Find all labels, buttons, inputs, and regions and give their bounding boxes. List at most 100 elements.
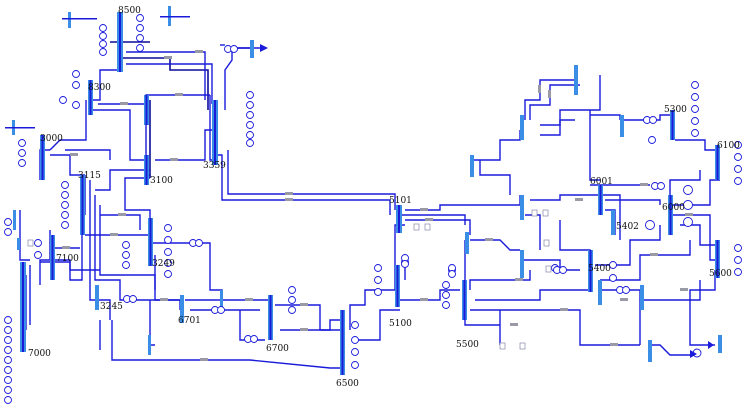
transformer-icon [643,116,657,124]
breaker-icon [485,238,493,241]
transformer-icon [211,306,225,314]
transformer-icon [189,239,203,247]
generator-icon [99,48,107,56]
generator-icon [4,326,12,334]
bus-label-8300: 8300 [88,83,111,93]
generator-icon [645,220,655,230]
breaker-icon [650,253,658,256]
load-icon [27,239,34,247]
generator-icon [374,264,382,272]
breaker-icon [425,218,433,221]
bus-label-6001: 6001 [590,177,613,187]
transformer-icon [401,254,409,268]
generator-icon [136,14,144,22]
generator-icon [18,159,26,167]
generator-icon [351,336,359,344]
generator-icon [442,281,450,289]
bus-label-5100: 5100 [389,319,412,329]
breaker-icon [285,192,293,195]
breaker-icon [560,308,568,311]
generator-icon [246,121,254,129]
bus-labels: 8500 8300 3000 3115 3100 3359 3249 3245 … [28,6,740,389]
generator-icon [4,316,12,324]
breaker-icon [538,85,541,93]
generator-icon [734,177,742,185]
breaker-icon [640,183,648,186]
transformer-icon [244,335,258,343]
bus-label-6701: 6701 [178,316,201,326]
breaker-icon [195,50,203,53]
generator-icon [648,136,656,144]
generator-icon [374,288,382,296]
bus-label-5402: 5402 [616,222,639,232]
generator-icon [691,93,699,101]
generator-icon [61,211,69,219]
generator-icon [374,276,382,284]
generator-icon [734,165,742,173]
generator-icon [442,301,450,309]
generator-icon [683,217,693,227]
generator-icon [246,91,254,99]
breaker-icon [620,298,628,301]
generator-icon [122,251,130,259]
generator-icon [246,131,254,139]
breaker-icon [515,278,523,281]
generator-icon [288,296,296,304]
transformer-icon [651,182,665,190]
breaker-icon [200,358,208,361]
generator-icon [122,241,130,249]
bus-label-5500: 5500 [456,340,479,350]
generator-icon [164,259,172,267]
load-icon [531,209,538,217]
generator-icon [609,261,617,269]
load-icon [542,209,549,217]
generator-icon [164,270,172,278]
generator-icon [72,101,80,109]
breakers [62,50,693,361]
generator-icon [246,101,254,109]
load-icon [424,223,431,231]
breaker-icon [420,298,428,301]
arrow-icon [708,341,714,349]
generator-icon [164,224,172,232]
breaker-icon [164,56,172,59]
generator-icon [734,268,742,276]
generator-icon [136,24,144,32]
generator-icon [351,321,359,329]
generator-icon [734,244,742,252]
bus-label-8500: 8500 [118,6,141,16]
generator-icon [136,34,144,42]
breaker-icon [160,298,168,301]
bus-label-3100: 3100 [150,176,173,186]
load-icon [499,342,506,350]
transmission-lines [19,30,720,369]
bus-label-5600: 5600 [709,269,732,279]
generator-icon [4,386,12,394]
load-icon [543,239,550,247]
breaker-icon [510,323,518,326]
bus-label-5300: 5300 [664,105,687,115]
bus-bars [5,6,722,375]
bus-label-6100: 6100 [717,141,740,151]
generator-icon [4,336,12,344]
generator-icon [4,346,12,354]
generator-icon [351,348,359,356]
bus-label-6700: 6700 [266,344,289,354]
breaker-icon [120,102,128,105]
generator-icon [136,44,144,52]
bus-label-7000: 7000 [28,349,51,359]
generator-icon [59,96,67,104]
generator-icon [734,256,742,264]
generator-icon [61,191,69,199]
generator-icon [4,396,12,404]
breaker-icon [548,90,551,98]
generators [4,14,742,404]
arrow-icon [690,350,697,358]
generator-icon [288,306,296,314]
load-icon [519,342,526,350]
generator-icon [164,248,172,256]
generator-icon [683,200,693,210]
generator-icon [72,81,80,89]
loads [27,209,552,350]
